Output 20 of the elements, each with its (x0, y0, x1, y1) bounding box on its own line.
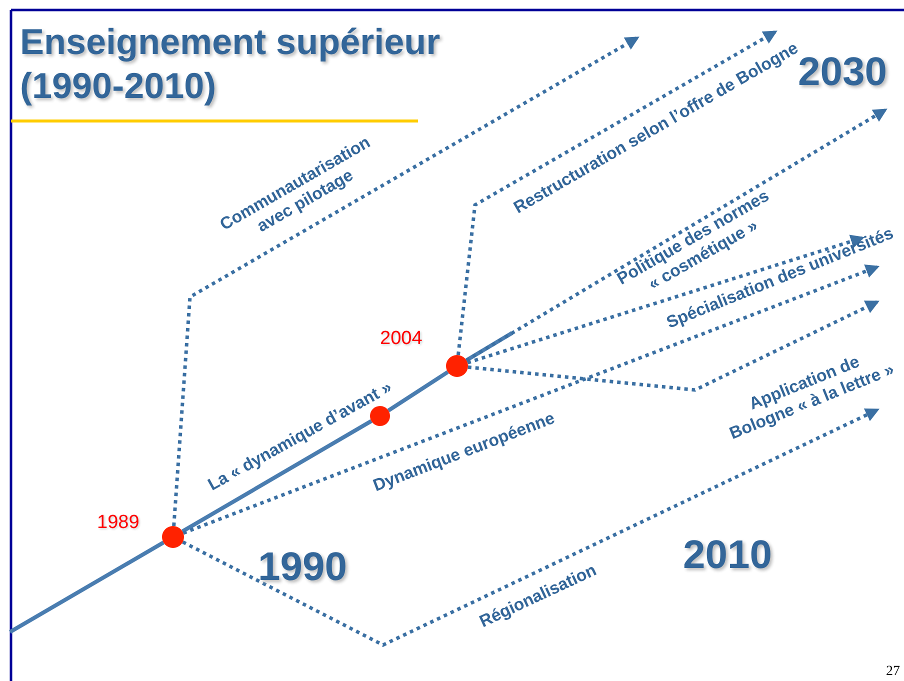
year-heading: 2010 (683, 533, 772, 578)
dotted-arrow (468, 300, 880, 392)
dotted-arrow (172, 36, 640, 526)
slide-title: Enseignement supérieur (1990-2010) (20, 20, 442, 108)
year-heading: 2030 (798, 50, 887, 95)
milestone-dot (162, 526, 184, 548)
year-heading: 1990 (258, 545, 347, 590)
timeline-line (9, 540, 164, 634)
timeline-line (182, 419, 372, 534)
timeline-line (465, 331, 514, 362)
timeline-line (387, 370, 449, 412)
year-label: 2004 (380, 328, 422, 350)
dotted-arrow (466, 108, 888, 362)
year-label: 1989 (97, 512, 140, 534)
dotted-arrow (466, 234, 865, 364)
page-number: 27 (886, 664, 900, 680)
dotted-arrow (456, 30, 778, 356)
milestone-dot (446, 355, 468, 377)
dotted-arrow (182, 264, 880, 535)
dotted-arrow (182, 408, 880, 647)
